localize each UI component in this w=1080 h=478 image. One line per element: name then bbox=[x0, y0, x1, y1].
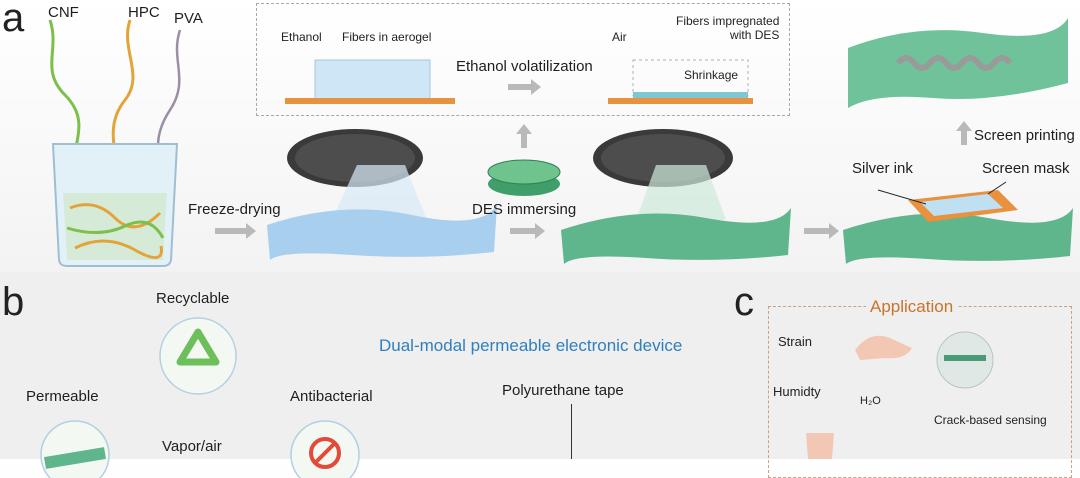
label-freeze-drying: Freeze-drying bbox=[188, 201, 281, 218]
label-permeable: Permeable bbox=[26, 388, 99, 405]
recycle-icon bbox=[159, 317, 237, 395]
des-dish-icon bbox=[487, 159, 561, 196]
label-shrinkage: Shrinkage bbox=[684, 68, 739, 82]
label-cnf: CNF bbox=[48, 4, 79, 21]
device-title: Dual-modal permeable electronic device bbox=[379, 336, 683, 355]
arrow-right-icon bbox=[215, 223, 256, 239]
label-air: Air bbox=[612, 30, 627, 44]
permeable-icon bbox=[40, 420, 110, 478]
label-silver-ink: Silver ink bbox=[852, 160, 913, 177]
aerogel-sheet-icon bbox=[267, 165, 497, 260]
label-des-immersing: DES immersing bbox=[472, 201, 577, 218]
arrow-up-icon bbox=[956, 121, 972, 145]
panel-letter-a: a bbox=[2, 0, 25, 40]
label-crack-sensing: Crack-based sensing bbox=[934, 413, 1047, 427]
label-strain: Strain bbox=[778, 334, 812, 349]
label-screen-mask: Screen mask bbox=[982, 160, 1070, 177]
label-polyurethane-tape: Polyurethane tape bbox=[502, 382, 624, 399]
arrow-up-icon bbox=[516, 124, 532, 148]
des-sheet-icon bbox=[561, 165, 791, 264]
panel-letter-b: b bbox=[2, 280, 25, 324]
label-ethanol: Ethanol bbox=[281, 30, 322, 44]
label-antibacterial: Antibacterial bbox=[290, 388, 373, 405]
label-screen-printing: Screen printing bbox=[974, 127, 1075, 144]
beaker-icon bbox=[51, 143, 179, 267]
leg-icon bbox=[806, 433, 834, 459]
shrunk-slab-icon bbox=[608, 59, 753, 104]
label-vapor-air: Vapor/air bbox=[162, 438, 222, 455]
antibacterial-icon bbox=[290, 420, 360, 478]
application-title: Application bbox=[866, 297, 958, 317]
label-h2o: H₂O bbox=[860, 395, 881, 407]
tape-leader-line bbox=[571, 404, 572, 459]
label-fibers-aerogel: Fibers in aerogel bbox=[342, 30, 432, 44]
label-pva: PVA bbox=[174, 10, 203, 27]
arrow-right-icon bbox=[510, 223, 545, 239]
magnified-sensor-icon bbox=[936, 331, 994, 389]
hand-icon bbox=[855, 335, 912, 360]
panel-letter-c: c bbox=[734, 280, 754, 324]
arrow-right-icon bbox=[508, 79, 541, 95]
label-humidity: Humidty bbox=[773, 384, 821, 399]
aerogel-slab-icon bbox=[285, 59, 455, 104]
label-hpc: HPC bbox=[128, 4, 160, 21]
arrow-right-icon bbox=[804, 223, 839, 239]
label-fibers-des: Fibers impregnated with DES bbox=[676, 14, 780, 42]
screen-print-station-icon bbox=[843, 181, 1073, 264]
label-ethanol-volatilization: Ethanol volatilization bbox=[456, 58, 593, 75]
inset-box bbox=[256, 3, 790, 116]
label-recyclable: Recyclable bbox=[156, 290, 230, 307]
printed-device-icon bbox=[848, 18, 1068, 108]
